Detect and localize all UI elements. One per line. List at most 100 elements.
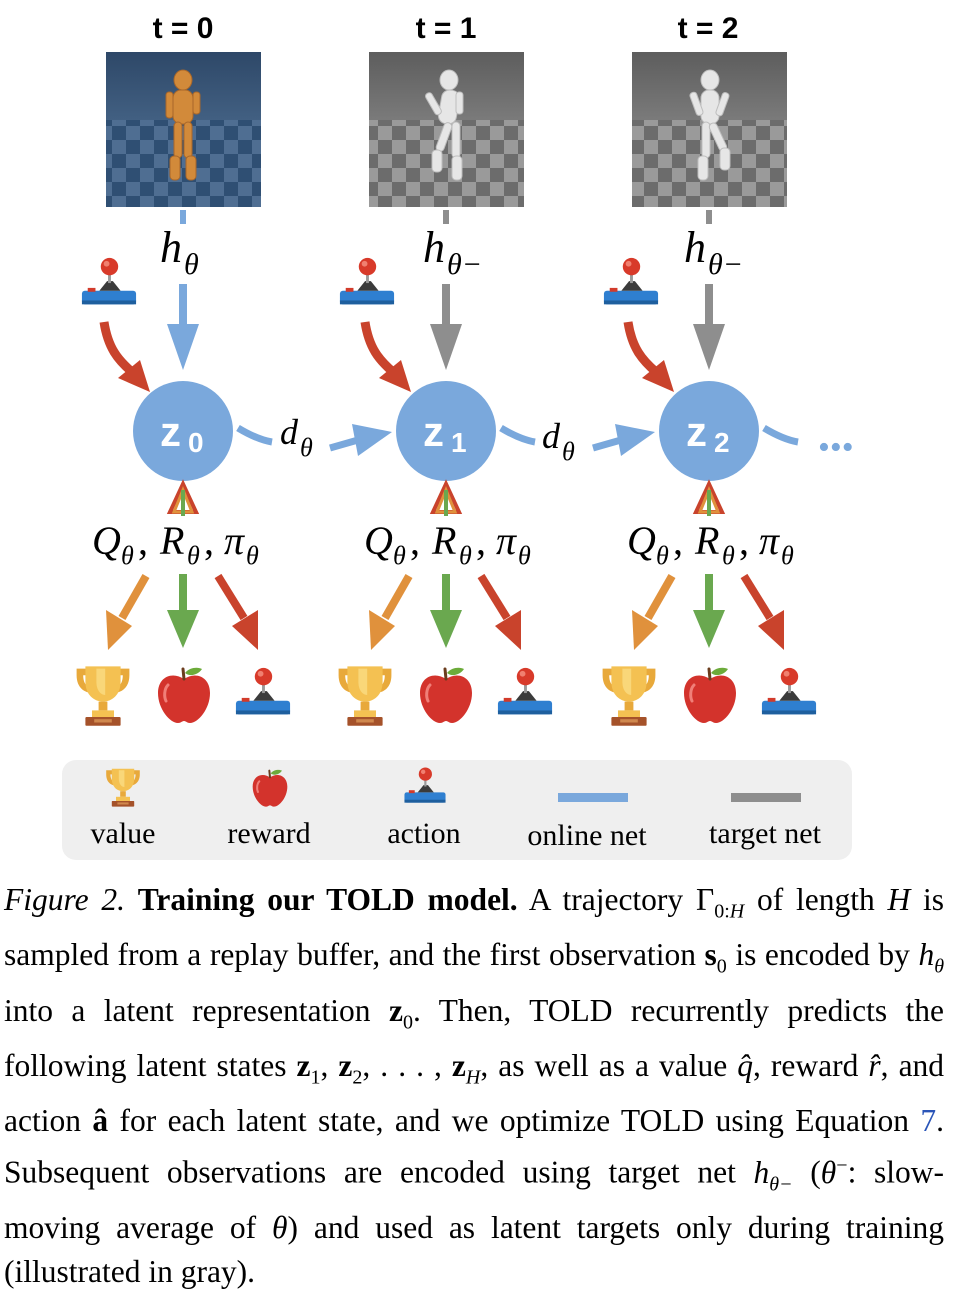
- trophy-icon: [76, 666, 130, 726]
- head-up-arrow-1: [429, 479, 463, 516]
- math-rhat: r̂: [868, 1047, 881, 1083]
- joystick-icon: [603, 257, 659, 305]
- caption-text: , and action: [4, 1047, 945, 1139]
- dynamics-arrow-0: d θ: [236, 412, 392, 462]
- svg-text:π: π: [496, 518, 517, 563]
- svg-text:1: 1: [451, 427, 467, 458]
- caption-text: for each latent state, and we optimize T…: [119, 1103, 910, 1139]
- time-label-0: t = 0: [153, 12, 214, 45]
- latent-node-2: z 2: [659, 381, 759, 481]
- latent-node-1: z 1: [396, 381, 496, 481]
- svg-text:R: R: [694, 518, 719, 563]
- output-arrows-0: [106, 573, 258, 650]
- observation-frame-0: [106, 52, 261, 207]
- svg-text:R: R: [431, 518, 456, 563]
- math-gamma: Γ0:H: [695, 882, 745, 923]
- joystick-icon: [497, 667, 553, 715]
- svg-text:R: R: [159, 518, 184, 563]
- legend-label-reward: reward: [227, 817, 310, 850]
- action-arrow-1: [360, 321, 411, 392]
- equation-link[interactable]: 7: [920, 1103, 937, 1139]
- trophy-icon: [602, 666, 656, 726]
- heads-label-0: Q θ , R θ , π θ: [92, 518, 259, 570]
- legend-label-value: value: [91, 817, 156, 850]
- legend-label-online: online net: [527, 819, 647, 852]
- head-up-arrow-0: [166, 479, 200, 516]
- figure-label: Figure 2.: [4, 882, 125, 917]
- caption-text: , reward: [753, 1047, 859, 1083]
- svg-text:θ: θ: [246, 541, 259, 570]
- legend-label-action: action: [387, 817, 460, 850]
- math-z-seq: z1, z2, . . . , zH: [296, 1047, 481, 1089]
- svg-text:θ: θ: [656, 541, 669, 570]
- time-label-2: t = 2: [678, 12, 739, 45]
- heads-label-2: Q θ , R θ , π θ: [627, 518, 794, 570]
- svg-text:d: d: [280, 412, 299, 452]
- ellipsis: •••: [818, 429, 854, 466]
- caption-text: is sampled from a replay buffer, and the…: [4, 882, 945, 973]
- trophy-icon: [338, 666, 392, 726]
- caption-text: into a latent representation: [4, 992, 371, 1028]
- svg-text:θ: θ: [184, 248, 199, 281]
- svg-text:θ: θ: [562, 437, 575, 466]
- svg-text:d: d: [542, 416, 561, 456]
- caption-title: Training our TOLD model.: [137, 882, 518, 917]
- figure-caption: Figure 2. Training our TOLD model. A tra…: [4, 878, 944, 1294]
- observation-frame-1: [369, 52, 524, 207]
- math-h-theta: hθ: [918, 937, 945, 978]
- svg-text:,: ,: [739, 518, 749, 563]
- encoder-label-0: h θ: [160, 223, 199, 281]
- legend: value reward action online net target ne…: [62, 760, 852, 860]
- encoder-label-2: h θ−: [684, 223, 743, 281]
- svg-text:θ: θ: [393, 541, 406, 570]
- svg-text:θ−: θ−: [447, 248, 482, 281]
- math-z0: z0: [388, 992, 413, 1033]
- svg-text:0: 0: [188, 427, 204, 458]
- svg-text:π: π: [224, 518, 245, 563]
- encoder-stub-0: [180, 210, 186, 224]
- caption-text: (: [810, 1154, 821, 1190]
- heads-label-1: Q θ , R θ , π θ: [364, 518, 531, 570]
- caption-text: of length: [756, 882, 875, 917]
- encoder-stub-2: [706, 210, 712, 224]
- svg-text:,: ,: [138, 518, 148, 563]
- svg-text:θ: θ: [300, 433, 313, 462]
- math-h-theta-minus: hθ−: [753, 1154, 793, 1195]
- svg-text:2: 2: [714, 427, 730, 458]
- svg-text:θ: θ: [187, 541, 200, 570]
- math-theta: θ: [272, 1209, 288, 1245]
- svg-text:h: h: [160, 223, 182, 272]
- joystick-icon: [235, 667, 291, 715]
- svg-text:θ: θ: [781, 541, 794, 570]
- encoder-stub-1: [443, 210, 449, 224]
- svg-text:z: z: [686, 408, 707, 455]
- encoder-arrow-0: [167, 284, 199, 370]
- dynamics-arrow-2: [762, 424, 799, 446]
- apple-icon: [418, 666, 474, 725]
- svg-text:θ−: θ−: [708, 248, 743, 281]
- svg-text:Q: Q: [92, 518, 121, 563]
- svg-text:,: ,: [476, 518, 486, 563]
- action-arrow-2: [623, 321, 674, 392]
- online-net-line: [558, 793, 628, 802]
- encoder-label-1: h θ−: [423, 223, 482, 281]
- svg-text:θ: θ: [459, 541, 472, 570]
- output-arrows-2: [632, 573, 784, 650]
- time-label-1: t = 1: [416, 12, 477, 45]
- svg-text:z: z: [423, 408, 444, 455]
- apple-icon: [682, 666, 738, 725]
- encoder-arrow-2: [693, 284, 725, 370]
- svg-text:θ: θ: [121, 541, 134, 570]
- svg-text:,: ,: [410, 518, 420, 563]
- svg-text:Q: Q: [627, 518, 656, 563]
- math-qhat: q̂: [737, 1047, 754, 1083]
- svg-text:h: h: [423, 223, 445, 272]
- head-up-arrow-2: [692, 479, 726, 516]
- math-H: H: [887, 882, 911, 917]
- action-arrow-0: [99, 321, 150, 392]
- target-net-line: [731, 793, 801, 802]
- caption-text: is encoded by: [735, 937, 910, 973]
- apple-icon: [156, 666, 212, 725]
- encoder-arrow-1: [430, 284, 462, 370]
- math-s0: s0: [704, 937, 727, 978]
